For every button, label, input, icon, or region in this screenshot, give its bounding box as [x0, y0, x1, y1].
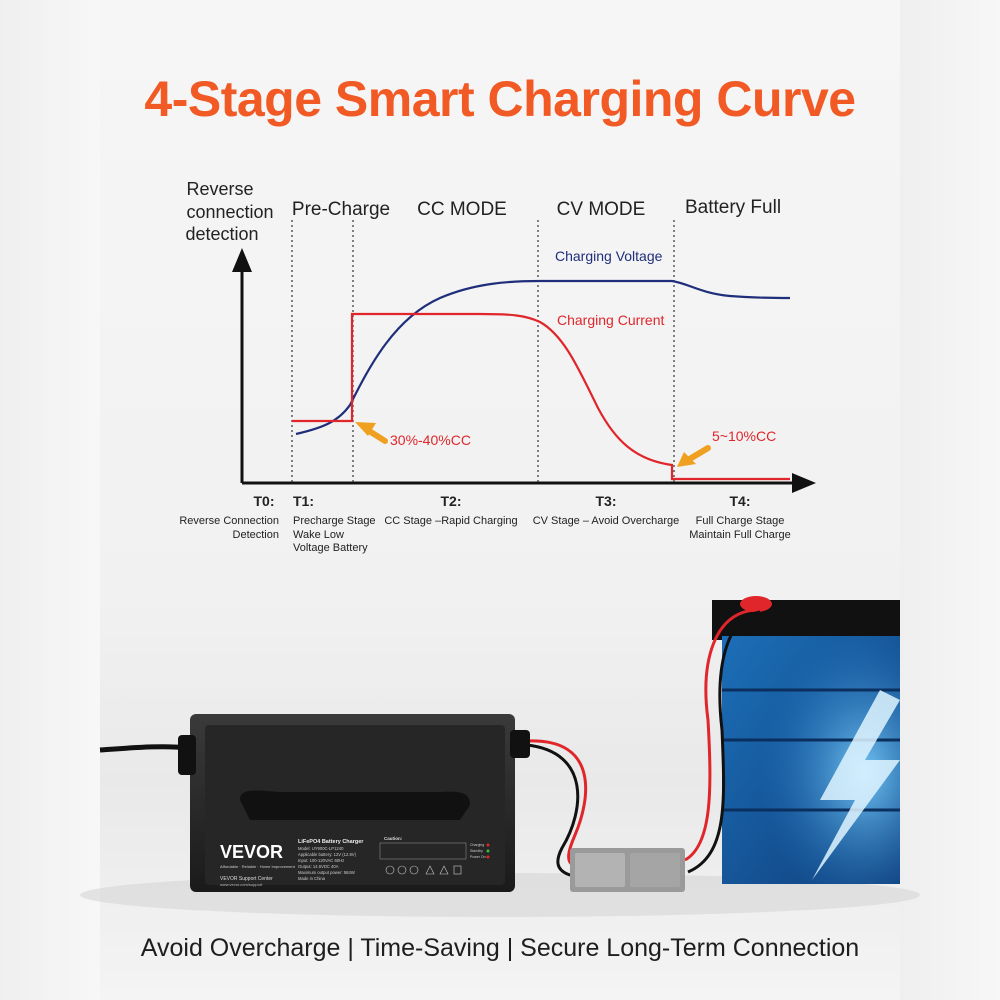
- charger-battery: Applicable battery: 12V (12.8V): [298, 852, 357, 857]
- t0-desc-line2: Detection: [233, 529, 279, 541]
- callout-right-label: 5~10%CC: [712, 428, 776, 444]
- battery-positive-terminal: [740, 596, 772, 612]
- feature-tagline: Avoid Overcharge | Time-Saving | Secure …: [140, 934, 860, 962]
- charger-model: Model: UY900C-LP1240: [298, 846, 344, 851]
- led-power-on: [486, 855, 490, 859]
- indicator-standby: Standby: [470, 849, 483, 853]
- certification-icons: [385, 865, 462, 875]
- voltage-label: Charging Voltage: [555, 248, 663, 264]
- charger-input: Input: 100-120VAC 60Hz: [298, 858, 344, 863]
- battery-lid: [712, 600, 900, 640]
- product-illustration: VEVOR Affordable · Reliable · Home Impro…: [80, 596, 920, 917]
- t1-desc-line2: Wake Low: [293, 529, 344, 541]
- charger-output: Output: 14.6VDC 40A: [298, 864, 339, 869]
- t3-label: T3:: [596, 493, 617, 509]
- t0-label: T0:: [254, 493, 275, 509]
- page-title: 4-Stage Smart Charging Curve: [144, 71, 856, 127]
- red-cable: [684, 608, 757, 862]
- dc-gland: [510, 730, 530, 758]
- charger-max-power: Maximum output power: 584W: [298, 870, 355, 875]
- voltage-curve: [295, 279, 791, 436]
- t3-desc-line1: CV Stage – Avoid Overcharge: [533, 515, 680, 527]
- callout-arrow-right: [677, 445, 711, 467]
- t4-label: T4:: [730, 493, 751, 509]
- battery: [712, 596, 900, 884]
- t2-desc-line1: CC Stage –Rapid Charging: [384, 515, 517, 527]
- anderson-connector: [570, 848, 685, 892]
- stage-full-label: Battery Full: [685, 197, 781, 218]
- t4-desc-line2: Maintain Full Charge: [689, 529, 791, 541]
- stage-precharge-label: Pre-Charge: [292, 199, 390, 220]
- callout-left-label: 30%-40%CC: [390, 432, 471, 448]
- charger-handle: [240, 790, 470, 820]
- t1-desc-line3: Voltage Battery: [293, 542, 368, 554]
- led-charging: [486, 843, 490, 847]
- t0-desc-line1: Reverse Connection: [179, 515, 279, 527]
- x-axis-arrowhead: [792, 473, 816, 493]
- right-side-band: [900, 0, 1000, 1000]
- t4-desc-line1: Full Charge Stage: [696, 515, 785, 527]
- current-curve: [292, 312, 790, 481]
- indicator-power-on: Power On: [470, 855, 486, 859]
- lightning-bolt-icon: [812, 690, 900, 880]
- left-side-band: [0, 0, 100, 1000]
- stage-reverse-line2: connection: [186, 202, 273, 222]
- stage-cc-label: CC MODE: [417, 199, 507, 220]
- charger-brand: VEVOR: [220, 842, 283, 862]
- stage-cv-label: CV MODE: [557, 199, 646, 220]
- charger-title: LiFePO4 Battery Charger: [298, 839, 364, 845]
- t1-desc-line1: Precharge Stage: [293, 515, 376, 527]
- t1-label: T1:: [293, 493, 314, 509]
- black-cable: [687, 610, 761, 874]
- y-axis-arrowhead: [232, 248, 252, 272]
- led-standby: [486, 849, 490, 853]
- charger-support: VEVOR Support Center: [220, 876, 273, 882]
- callout-arrow-left: [355, 422, 388, 444]
- stage-reverse-line1: Reverse: [186, 179, 253, 199]
- indicator-charging: Charging: [470, 843, 484, 847]
- charger-support-url: www.vevor.com/support: [220, 882, 263, 887]
- current-label: Charging Current: [557, 312, 664, 328]
- charging-curve-diagram: Reverse connection detection Pre-Charge …: [179, 179, 816, 554]
- charger-caution: Caution:: [384, 836, 403, 841]
- charger-brand-tagline: Affordable · Reliable · Home Improvement: [220, 864, 296, 869]
- stage-reverse-line3: detection: [185, 224, 258, 244]
- ac-plug: [178, 735, 196, 775]
- ac-power-cord: [99, 744, 191, 753]
- charger: VEVOR Affordable · Reliable · Home Impro…: [178, 714, 530, 892]
- charger-made-in: Made in China: [298, 876, 326, 881]
- t2-label: T2:: [441, 493, 462, 509]
